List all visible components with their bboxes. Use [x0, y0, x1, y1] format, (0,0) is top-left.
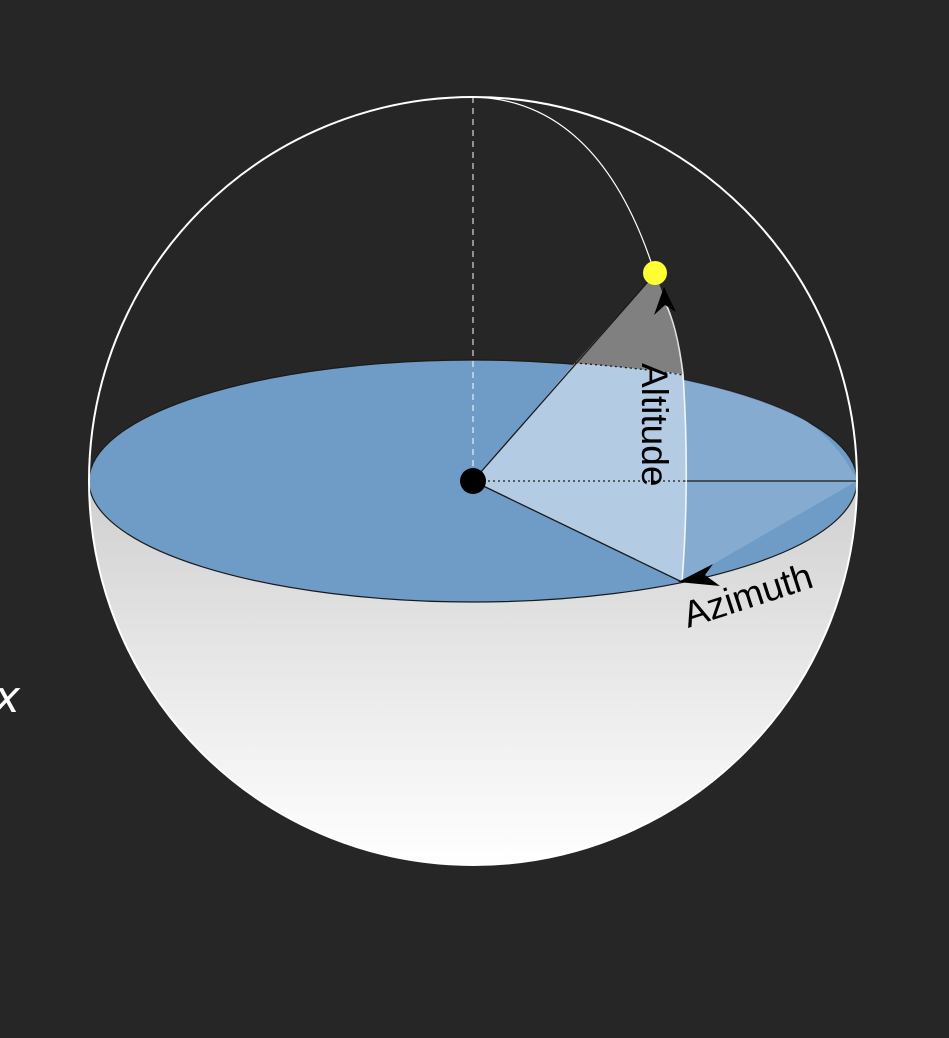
arrowhead-icon	[654, 287, 676, 315]
altitude-wedge-above	[575, 274, 683, 374]
meridian-arc	[472, 96, 656, 275]
altitude-wedge-below	[473, 363, 687, 582]
altitude-arc	[663, 299, 688, 583]
horizon-highlight	[682, 372, 857, 582]
sun-dot-icon	[643, 261, 667, 285]
altitude-label: Altitude	[634, 363, 675, 486]
arrowhead-icon	[678, 564, 720, 586]
edge-glyph: x	[0, 676, 20, 720]
sphere-outline	[88, 96, 858, 866]
observer-sun-line	[472, 275, 654, 482]
azimuth-direction-line	[472, 480, 683, 583]
observer-dot-icon	[460, 468, 486, 494]
